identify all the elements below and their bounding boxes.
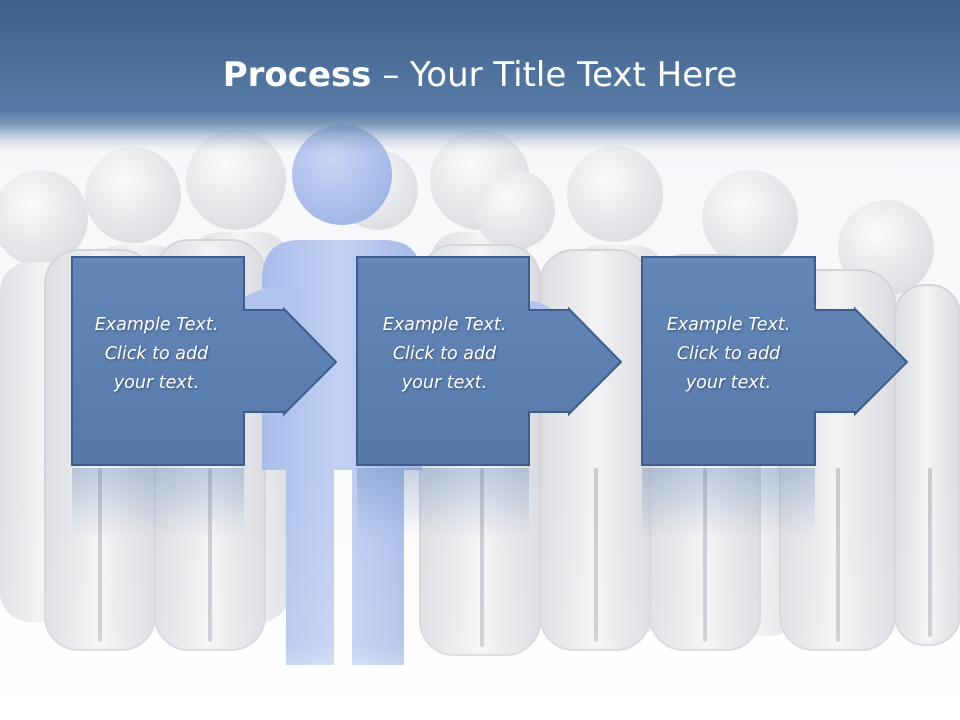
step-2-reflection <box>357 468 529 538</box>
step-3-reflection <box>642 468 815 538</box>
step-2-arrow-box[interactable] <box>356 256 623 466</box>
step-3-line-2: Click to add <box>676 344 781 364</box>
step-3-arrow-box[interactable] <box>641 256 909 466</box>
step-3-line-1: Example Text. <box>666 315 791 335</box>
step-1-arrow-box[interactable] <box>71 256 338 466</box>
step-1-line-3: your text. <box>113 373 200 393</box>
step-2-line-2: Click to add <box>392 344 497 364</box>
process-step-1[interactable] <box>71 256 338 538</box>
process-step-2[interactable] <box>356 256 623 538</box>
step-1-line-1: Example Text. <box>94 315 219 335</box>
title-rest-text: – Your Title Text Here <box>371 55 738 95</box>
step-2-line-3: your text. <box>401 373 488 393</box>
slide-title[interactable]: Process – Your Title Text Here <box>0 52 960 98</box>
title-bar <box>0 0 960 150</box>
title-bold-text: Process <box>222 55 372 95</box>
step-2-text[interactable]: Example Text. Click to add your text. <box>357 311 532 398</box>
step-3-text[interactable]: Example Text. Click to add your text. <box>641 311 816 398</box>
step-2-line-1: Example Text. <box>382 315 507 335</box>
process-step-3[interactable] <box>641 256 909 538</box>
step-3-line-3: your text. <box>685 373 772 393</box>
step-1-text[interactable]: Example Text. Click to add your text. <box>69 311 244 398</box>
step-1-reflection <box>72 468 244 538</box>
step-1-line-2: Click to add <box>104 344 209 364</box>
